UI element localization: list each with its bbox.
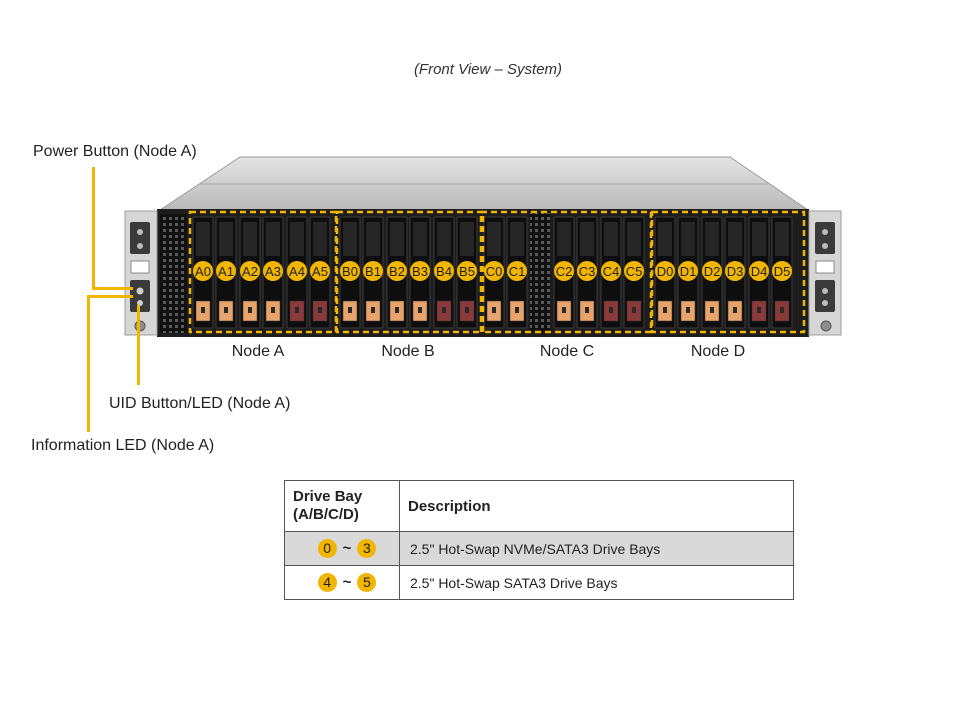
bay-label-badge bbox=[240, 261, 260, 281]
bay-label: C2 bbox=[556, 264, 573, 279]
center-vent-grille bbox=[530, 213, 550, 331]
bay-label: A2 bbox=[242, 264, 258, 279]
bay-label-badge bbox=[702, 261, 722, 281]
node-label: Node D bbox=[690, 343, 746, 360]
bay-label-badge bbox=[624, 261, 644, 281]
power-button-icon bbox=[136, 287, 144, 295]
uid-button-icon bbox=[137, 300, 143, 306]
header-drive-bay-line2: (A/B/C/D) bbox=[293, 506, 359, 523]
bay-label: C1 bbox=[509, 264, 526, 279]
bay-label-badge bbox=[340, 261, 360, 281]
drive-bay bbox=[654, 216, 676, 329]
header-drive-bay-line1: Drive Bay bbox=[293, 488, 363, 505]
bay-label-badge bbox=[457, 261, 477, 281]
bay-label-badge bbox=[749, 261, 769, 281]
node-label: Node A bbox=[231, 343, 285, 360]
bay-label-badge bbox=[725, 261, 745, 281]
power-button-leader-horizontal bbox=[92, 287, 133, 290]
table-row: 4 ~5 2.5" Hot-Swap SATA3 Drive Bays bbox=[284, 565, 794, 600]
bay-label: B4 bbox=[436, 264, 452, 279]
bay-label-badge bbox=[577, 261, 597, 281]
range-separator: ~ bbox=[342, 540, 352, 557]
info-led-callout: Information LED (Node A) bbox=[31, 437, 215, 454]
server-chassis-front-view: A0 A1 A2 A3 A4 A5 B0 B1 B2 B3 B4 B5 C0 C1 C2 C3 C4 C5 D0 D1… bbox=[124, 156, 842, 337]
bay-label: D4 bbox=[751, 264, 768, 279]
bay-label: B3 bbox=[412, 264, 428, 279]
bay-number-badge: 3 bbox=[357, 539, 377, 558]
bay-label-badge bbox=[554, 261, 574, 281]
bay-label-badge bbox=[772, 261, 792, 281]
drive-bay bbox=[386, 216, 408, 329]
diagram-subtitle: (Front View – System) bbox=[413, 61, 563, 78]
bay-label: B5 bbox=[459, 264, 475, 279]
bay-label: B1 bbox=[365, 264, 381, 279]
bay-label: D3 bbox=[727, 264, 744, 279]
description-cell: 2.5" Hot-Swap SATA3 Drive Bays bbox=[399, 565, 794, 600]
power-button-leader-vertical bbox=[92, 167, 95, 289]
uid-button-leader-vertical bbox=[137, 305, 140, 385]
drive-bay-table: Drive Bay (A/B/C/D) Description 0 ~3 2.5"… bbox=[284, 480, 794, 600]
drive-bay bbox=[506, 216, 528, 329]
description-cell: 2.5" Hot-Swap NVMe/SATA3 Drive Bays bbox=[399, 531, 794, 566]
bay-label: C5 bbox=[626, 264, 643, 279]
bay-label: A0 bbox=[195, 264, 211, 279]
info-led-leader-vertical bbox=[87, 295, 90, 432]
header-drive-bay: Drive Bay (A/B/C/D) bbox=[284, 480, 400, 532]
power-button-callout: Power Button (Node A) bbox=[33, 143, 197, 160]
table-row: 0 ~3 2.5" Hot-Swap NVMe/SATA3 Drive Bays bbox=[284, 531, 794, 566]
node-label: Node C bbox=[539, 343, 595, 360]
bay-label-badge bbox=[387, 261, 407, 281]
bay-label: D0 bbox=[657, 264, 674, 279]
bay-label: A1 bbox=[218, 264, 234, 279]
bay-label: C0 bbox=[486, 264, 503, 279]
bay-label-badge bbox=[484, 261, 504, 281]
node-boundary-box bbox=[650, 210, 806, 334]
bay-label-badge bbox=[434, 261, 454, 281]
node-boundary-box bbox=[335, 210, 485, 334]
left-vent-grille bbox=[160, 214, 187, 333]
bay-label-badge bbox=[263, 261, 283, 281]
bay-label-badge bbox=[655, 261, 675, 281]
bay-label-badge bbox=[363, 261, 383, 281]
bay-label: A3 bbox=[265, 264, 281, 279]
bay-label: C3 bbox=[579, 264, 596, 279]
range-separator: ~ bbox=[342, 574, 352, 591]
info-led-leader-horizontal bbox=[87, 295, 133, 298]
bay-number-badge: 5 bbox=[357, 573, 377, 592]
bay-range-cell: 0 ~3 bbox=[284, 531, 400, 566]
bay-label: A4 bbox=[289, 264, 305, 279]
bay-label: B2 bbox=[389, 264, 405, 279]
uid-button-callout: UID Button/LED (Node A) bbox=[109, 395, 291, 412]
bay-range-cell: 4 ~5 bbox=[284, 565, 400, 600]
bay-label: A5 bbox=[312, 264, 328, 279]
bay-label: D2 bbox=[704, 264, 721, 279]
bay-number-badge: 0 bbox=[317, 539, 337, 558]
bay-label-badge bbox=[216, 261, 236, 281]
bay-label: D5 bbox=[774, 264, 791, 279]
bay-label-badge bbox=[678, 261, 698, 281]
table-header-row: Drive Bay (A/B/C/D) Description bbox=[284, 480, 794, 532]
bay-label-badge bbox=[410, 261, 430, 281]
header-description: Description bbox=[399, 480, 794, 532]
bay-label: B0 bbox=[342, 264, 358, 279]
bay-label-badge bbox=[193, 261, 213, 281]
bay-label-badge bbox=[287, 261, 307, 281]
bay-label-badge bbox=[310, 261, 330, 281]
bay-label: C4 bbox=[603, 264, 620, 279]
bay-label-badge bbox=[601, 261, 621, 281]
node-label: Node B bbox=[381, 343, 435, 360]
bay-label-badge bbox=[507, 261, 527, 281]
bay-number-badge: 4 bbox=[317, 573, 337, 592]
bay-label: D1 bbox=[680, 264, 697, 279]
